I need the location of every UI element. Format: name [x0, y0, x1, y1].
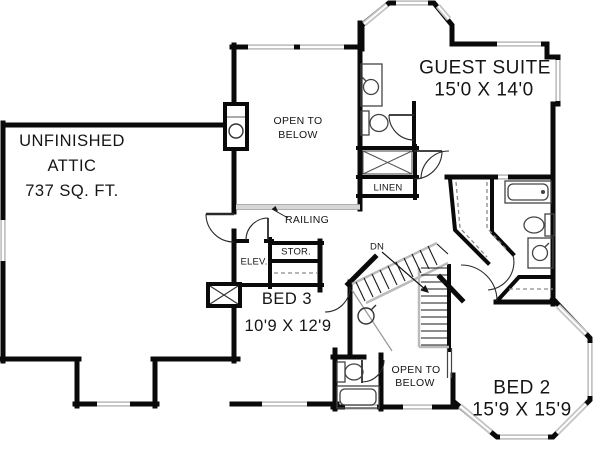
bed2-label: BED 2	[493, 377, 551, 399]
guest-bath-toilet-icon	[360, 110, 389, 136]
guest-wc-door	[388, 114, 415, 141]
railing-label: RAILING	[284, 213, 330, 226]
stairs-down-label: DN	[369, 241, 385, 253]
staircase	[351, 241, 449, 352]
chimney-icon	[206, 282, 242, 308]
water-heater-icon	[357, 304, 377, 325]
linen-label: LINEN	[373, 182, 403, 194]
door-arcs	[205, 114, 515, 383]
bed3-bath-toilet-icon	[336, 361, 364, 383]
windows	[0, 0, 593, 440]
bed2-bath-sink-icon	[527, 237, 554, 269]
railing	[236, 204, 360, 219]
open-below-bottom-label-line1: OPEN TO	[391, 363, 441, 376]
guest-bath-sink-icon	[360, 63, 383, 107]
wall-chase-box	[223, 102, 249, 151]
bed3-bath-tub-icon	[336, 385, 380, 409]
open-below-bottom-label-line2: BELOW	[395, 376, 435, 389]
shower-icon	[362, 150, 413, 175]
bed3-label: BED 3	[261, 289, 313, 308]
elevator-door	[245, 217, 269, 241]
bed3-bath-door	[361, 359, 385, 383]
closet-rod-dashes	[274, 181, 553, 290]
attic-door	[205, 212, 235, 243]
storage-label: STOR.	[281, 246, 311, 258]
open-below-top-label-line1: OPEN TO	[273, 114, 323, 127]
bed2-door	[460, 254, 515, 302]
attic-label-line1: UNFINISHED	[19, 131, 125, 150]
stairs-down-arrow	[381, 251, 429, 293]
bed3-dims: 10'9 X 12'9	[244, 316, 332, 335]
elevator-label: ELEV.	[240, 256, 268, 268]
bed2-dims: 15'9 X 15'9	[472, 399, 572, 421]
interior-walls	[235, 101, 555, 303]
bed3-door	[324, 286, 351, 313]
attic-label-line3: 737 SQ. FT.	[25, 181, 119, 200]
guest-suite-dims: 15'0 X 14'0	[434, 79, 534, 101]
attic-label-line2: ATTIC	[47, 156, 97, 175]
open-below-top-label-line2: BELOW	[278, 128, 318, 141]
bed2-bath-toilet-icon	[523, 213, 555, 237]
guest-suite-label: GUEST SUITE	[419, 57, 551, 79]
railing-leader-line	[271, 206, 289, 219]
bed2-bath-tub-icon	[504, 180, 552, 204]
stairwell-low-wall	[446, 348, 453, 378]
guest-suite-door	[413, 150, 450, 180]
